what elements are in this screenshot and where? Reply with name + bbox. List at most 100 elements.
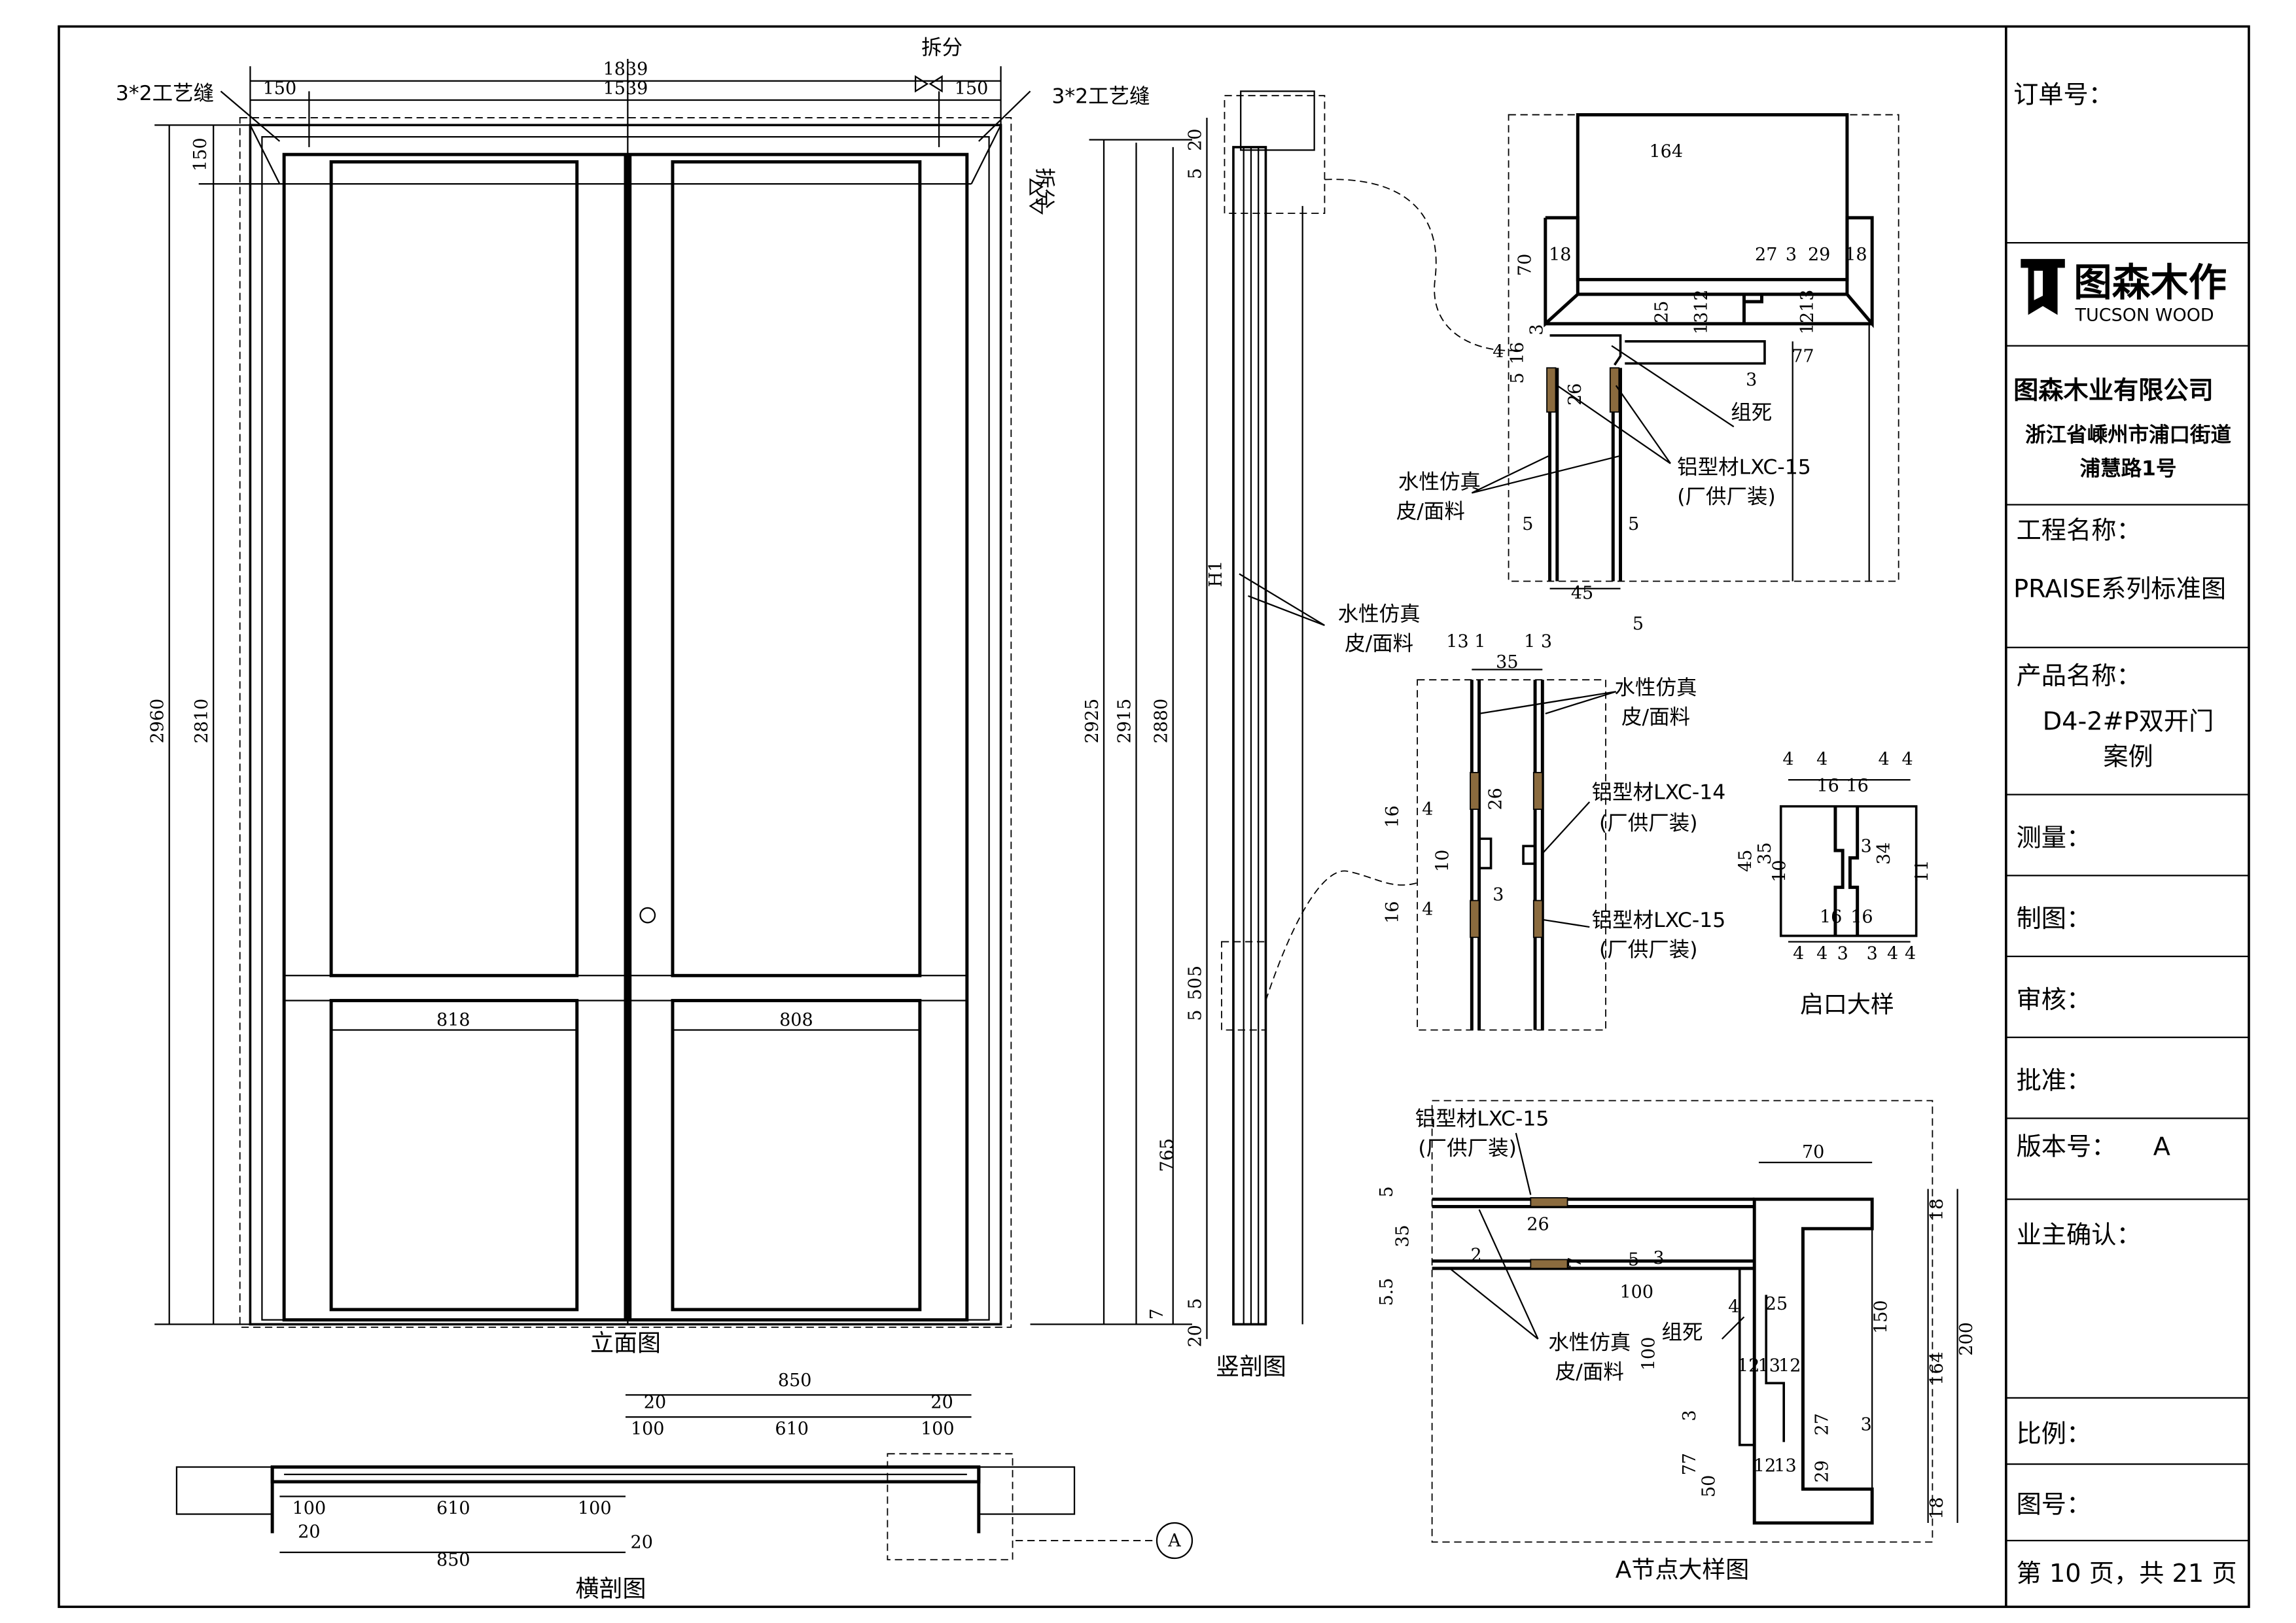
detail-a-dimension: 25 — [1765, 1294, 1788, 1314]
vertical-section-dimension: 765 — [1157, 1138, 1178, 1172]
rebate-detail-dimension: 3 — [1861, 836, 1872, 856]
elevation-annotation: 拆分 — [921, 36, 963, 60]
detail-a-dimension: 70 — [1802, 1142, 1824, 1162]
section-marker-a — [1156, 1522, 1193, 1560]
detail-a-dimension: 12 — [1754, 1456, 1776, 1476]
detail-a-dimension: 7 — [1565, 1257, 1585, 1268]
approve-label: 批准： — [2017, 1066, 2092, 1095]
product-value-line-2: 案例 — [2103, 743, 2153, 772]
vertical-section-dimension: 5 — [1185, 966, 1205, 977]
top-detail-dimension: 1312 — [1691, 290, 1712, 335]
elevation-dimension: 2880 — [1152, 699, 1172, 744]
drawing-no-label: 图号： — [2017, 1490, 2092, 1519]
head-jamb-detail — [1471, 113, 1899, 589]
page-info: 第 10 页，共 21 页 — [2017, 1560, 2237, 1588]
left-door-leaf — [282, 152, 627, 1322]
top-detail-dimension: 3 — [1527, 324, 1547, 335]
horizontal-section-view: A — [175, 1394, 1193, 1561]
owner-confirm-label: 业主确认： — [2017, 1221, 2142, 1250]
rebate-detail-dimension: 4 — [1905, 944, 1916, 964]
middle-detail-dimension: 16 — [1383, 805, 1403, 828]
rebate-detail-dimension: 4 — [1887, 944, 1898, 964]
rebate-detail — [1779, 779, 1918, 943]
top-detail-dimension: 29 — [1808, 245, 1830, 265]
rebate-detail-dimension: 11 — [1913, 860, 1933, 882]
horizontal-section-dimension: 100 — [921, 1419, 955, 1439]
detail-a-dimension: 12 — [1737, 1355, 1759, 1376]
detail-a-dimension: 100 — [1638, 1337, 1659, 1371]
top-detail-dimension: 25 — [1652, 301, 1672, 323]
detail-a-dimension: 77 — [1680, 1453, 1700, 1475]
vertical-section-view — [1206, 90, 1516, 1339]
elevation-dimension: 2810 — [192, 699, 212, 744]
detail-a-dimension: 27 — [1812, 1413, 1833, 1435]
version-label: 版本号： — [2017, 1133, 2117, 1162]
meeting-stile-detail — [1417, 669, 1617, 1031]
drafting-label: 制图： — [2017, 905, 2092, 934]
version-value: A — [2153, 1133, 2170, 1162]
horizontal-section-dimension: 100 — [292, 1499, 327, 1519]
section-marker-label: A — [1167, 1531, 1181, 1551]
detail-a-dimension: 3 — [1680, 1410, 1700, 1421]
rebate-detail-dimension: 16 — [1817, 776, 1839, 796]
vertical-section-dimension: 7 — [1147, 1308, 1167, 1319]
horizontal-section-title: 横剖图 — [576, 1576, 646, 1603]
company-name: 图森木业有限公司 — [2013, 377, 2214, 406]
project-value: PRAISE系列标准图 — [2013, 575, 2226, 604]
detail-a-dimension: 100 — [1620, 1282, 1654, 1302]
detail-a-annotation: 铝型材LXC-15 — [1415, 1108, 1549, 1131]
logo-text-en: TUCSON WOOD — [2075, 305, 2214, 325]
middle-detail-annotation: 铝型材LXC-15 — [1592, 909, 1726, 932]
top-detail-dimension: 5 — [1633, 614, 1644, 635]
rebate-detail-dimension: 4 — [1793, 944, 1804, 964]
rebate-detail-dimension: 10 — [1769, 860, 1790, 882]
product-label: 产品名称： — [2017, 662, 2142, 691]
elevation-annotation: 3*2工艺缝 — [1051, 84, 1150, 108]
top-detail-dimension: 18 — [1845, 245, 1867, 265]
top-detail-dimension: 45 — [1571, 583, 1593, 603]
top-detail-dimension: 16 — [1508, 342, 1528, 364]
horizontal-section-dimension: 20 — [644, 1393, 666, 1413]
middle-detail-dimension: 26 — [1485, 788, 1506, 810]
top-detail-dimension: 3 — [1786, 245, 1797, 265]
logo-mark-icon — [2021, 258, 2065, 315]
rebate-detail-dimension: 34 — [1874, 842, 1894, 864]
rebate-detail-dimension: 16 — [1846, 776, 1869, 796]
order-no-label: 订单号： — [2013, 80, 2113, 109]
detail-a-annotation: 组死 — [1662, 1321, 1703, 1344]
logo-text-cn: 图森木作 — [2074, 260, 2227, 305]
rebate-detail-dimension: 4 — [1816, 750, 1828, 770]
detail-a-dimension: 35 — [1393, 1225, 1413, 1247]
vertical-section-title: 竖剖图 — [1216, 1353, 1286, 1380]
top-detail-dimension: 5 — [1508, 372, 1528, 383]
middle-detail-dimension: 13 1 — [1446, 632, 1485, 652]
elevation-dimension: 808 — [779, 1010, 813, 1030]
rebate-detail-dimension: 4 — [1782, 750, 1793, 770]
middle-detail-dimension: 4 — [1422, 899, 1433, 920]
left-lower-panel — [329, 999, 579, 1312]
survey-label: 测量： — [2017, 824, 2092, 852]
middle-detail-annotation: 皮/面料 — [1621, 706, 1690, 729]
rebate-detail-title: 启口大样 — [1800, 992, 1894, 1019]
middle-detail-annotation: 铝型材LXC-14 — [1592, 780, 1726, 804]
vertical-section-dimension: 20 — [1185, 1325, 1205, 1347]
vertical-section-annotation: 皮/面料 — [1345, 632, 1413, 655]
detail-a-dimension: 13 — [1774, 1456, 1796, 1476]
detail-a-dimension: 3 — [1861, 1414, 1872, 1435]
horizontal-section-dimension: 850 — [436, 1550, 470, 1570]
top-detail-dimension: 77 — [1792, 346, 1814, 366]
vertical-section-dimension: 5 — [1185, 1009, 1205, 1021]
elevation-view-title: 立面图 — [590, 1330, 661, 1357]
middle-detail-dimension: 10 — [1432, 850, 1453, 872]
detail-a-dimension: 5 — [1377, 1186, 1397, 1197]
rebate-detail-dimension: 3 — [1867, 944, 1878, 964]
right-door-leaf — [628, 152, 969, 1322]
detail-a-dimension: 2 — [1471, 1246, 1482, 1266]
rebate-detail-dimension: 4 — [1879, 750, 1890, 770]
top-detail-dimension: 5 — [1522, 514, 1533, 534]
rebate-detail-dimension: 4 — [1902, 750, 1913, 770]
horizontal-section-dimension: 100 — [631, 1419, 665, 1439]
rebate-detail-dimension: 45 — [1736, 850, 1756, 872]
middle-detail-annotation: (厂供厂装) — [1599, 938, 1698, 962]
detail-a-annotation: (厂供厂装) — [1418, 1137, 1517, 1161]
